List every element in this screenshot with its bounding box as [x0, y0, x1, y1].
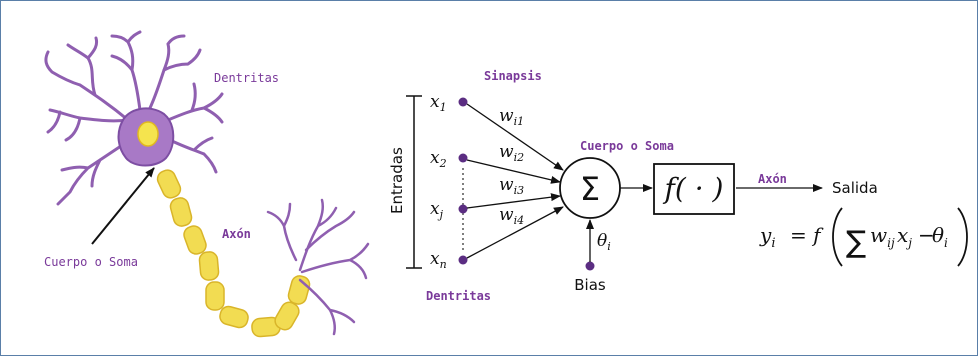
axon-output-label: Axón — [758, 172, 787, 186]
output-formula: yi = f ∑ wij xj − θi — [759, 207, 968, 267]
neuron-nucleus — [137, 121, 159, 147]
input-xj: xj — [430, 199, 444, 221]
axon-terminals — [266, 198, 370, 336]
axon — [156, 169, 311, 338]
formula-sum: ∑ — [846, 225, 866, 260]
input-node-n — [458, 255, 468, 265]
bias-label: Bias — [574, 276, 606, 294]
weight-label-3: wi3 — [499, 175, 524, 197]
formula-open-paren — [832, 207, 843, 267]
weight-label-1: wi1 — [499, 106, 524, 128]
formula-eq: = f — [790, 223, 824, 247]
activation-box — [653, 163, 735, 215]
input-xn: xn — [430, 249, 447, 271]
soma-label: Cuerpo o Soma — [44, 255, 138, 269]
dentrites-label: Dentritas — [214, 71, 279, 85]
dentrites-input-label: Dentritas — [426, 289, 491, 303]
soma-pointer-arrow — [91, 167, 155, 245]
synapses-label: Sinapsis — [484, 69, 542, 83]
input-node-j — [458, 204, 468, 214]
theta-label: θi — [597, 231, 611, 253]
weight-arrow-2 — [466, 159, 561, 184]
input-x2: x2 — [430, 148, 447, 170]
formula-lhs: yi — [759, 223, 775, 251]
output-label: Salida — [832, 179, 878, 197]
weight-arrow-4 — [466, 206, 564, 259]
summation-symbol: Σ — [580, 170, 600, 208]
bias-node — [585, 261, 595, 271]
formula-x: xj — [897, 223, 912, 250]
formula-theta: θi — [932, 223, 948, 250]
weight-label-4: wi4 — [499, 205, 524, 227]
weight-label-2: wi2 — [499, 142, 524, 164]
soma-node-label: Cuerpo o Soma — [580, 139, 674, 153]
activation-function: f( · ) — [663, 172, 724, 205]
input-x1: x1 — [430, 92, 447, 114]
formula-minus: − — [918, 223, 935, 247]
input-node-1 — [458, 97, 468, 107]
dendrites — [44, 30, 224, 206]
inputs-label: Entradas — [388, 147, 406, 214]
weight-arrow-3 — [466, 193, 561, 209]
weight-arrow-1 — [466, 103, 564, 171]
formula-w: wij — [870, 223, 895, 250]
axon-label: Axón — [222, 227, 251, 241]
perceptron-diagram: Entradas x1 x2 xj xn wi1 wi2 wi3 wi4 Σ f… — [388, 69, 968, 303]
input-node-2 — [458, 153, 468, 163]
formula-close-paren — [957, 207, 968, 267]
biological-neuron — [44, 30, 370, 338]
